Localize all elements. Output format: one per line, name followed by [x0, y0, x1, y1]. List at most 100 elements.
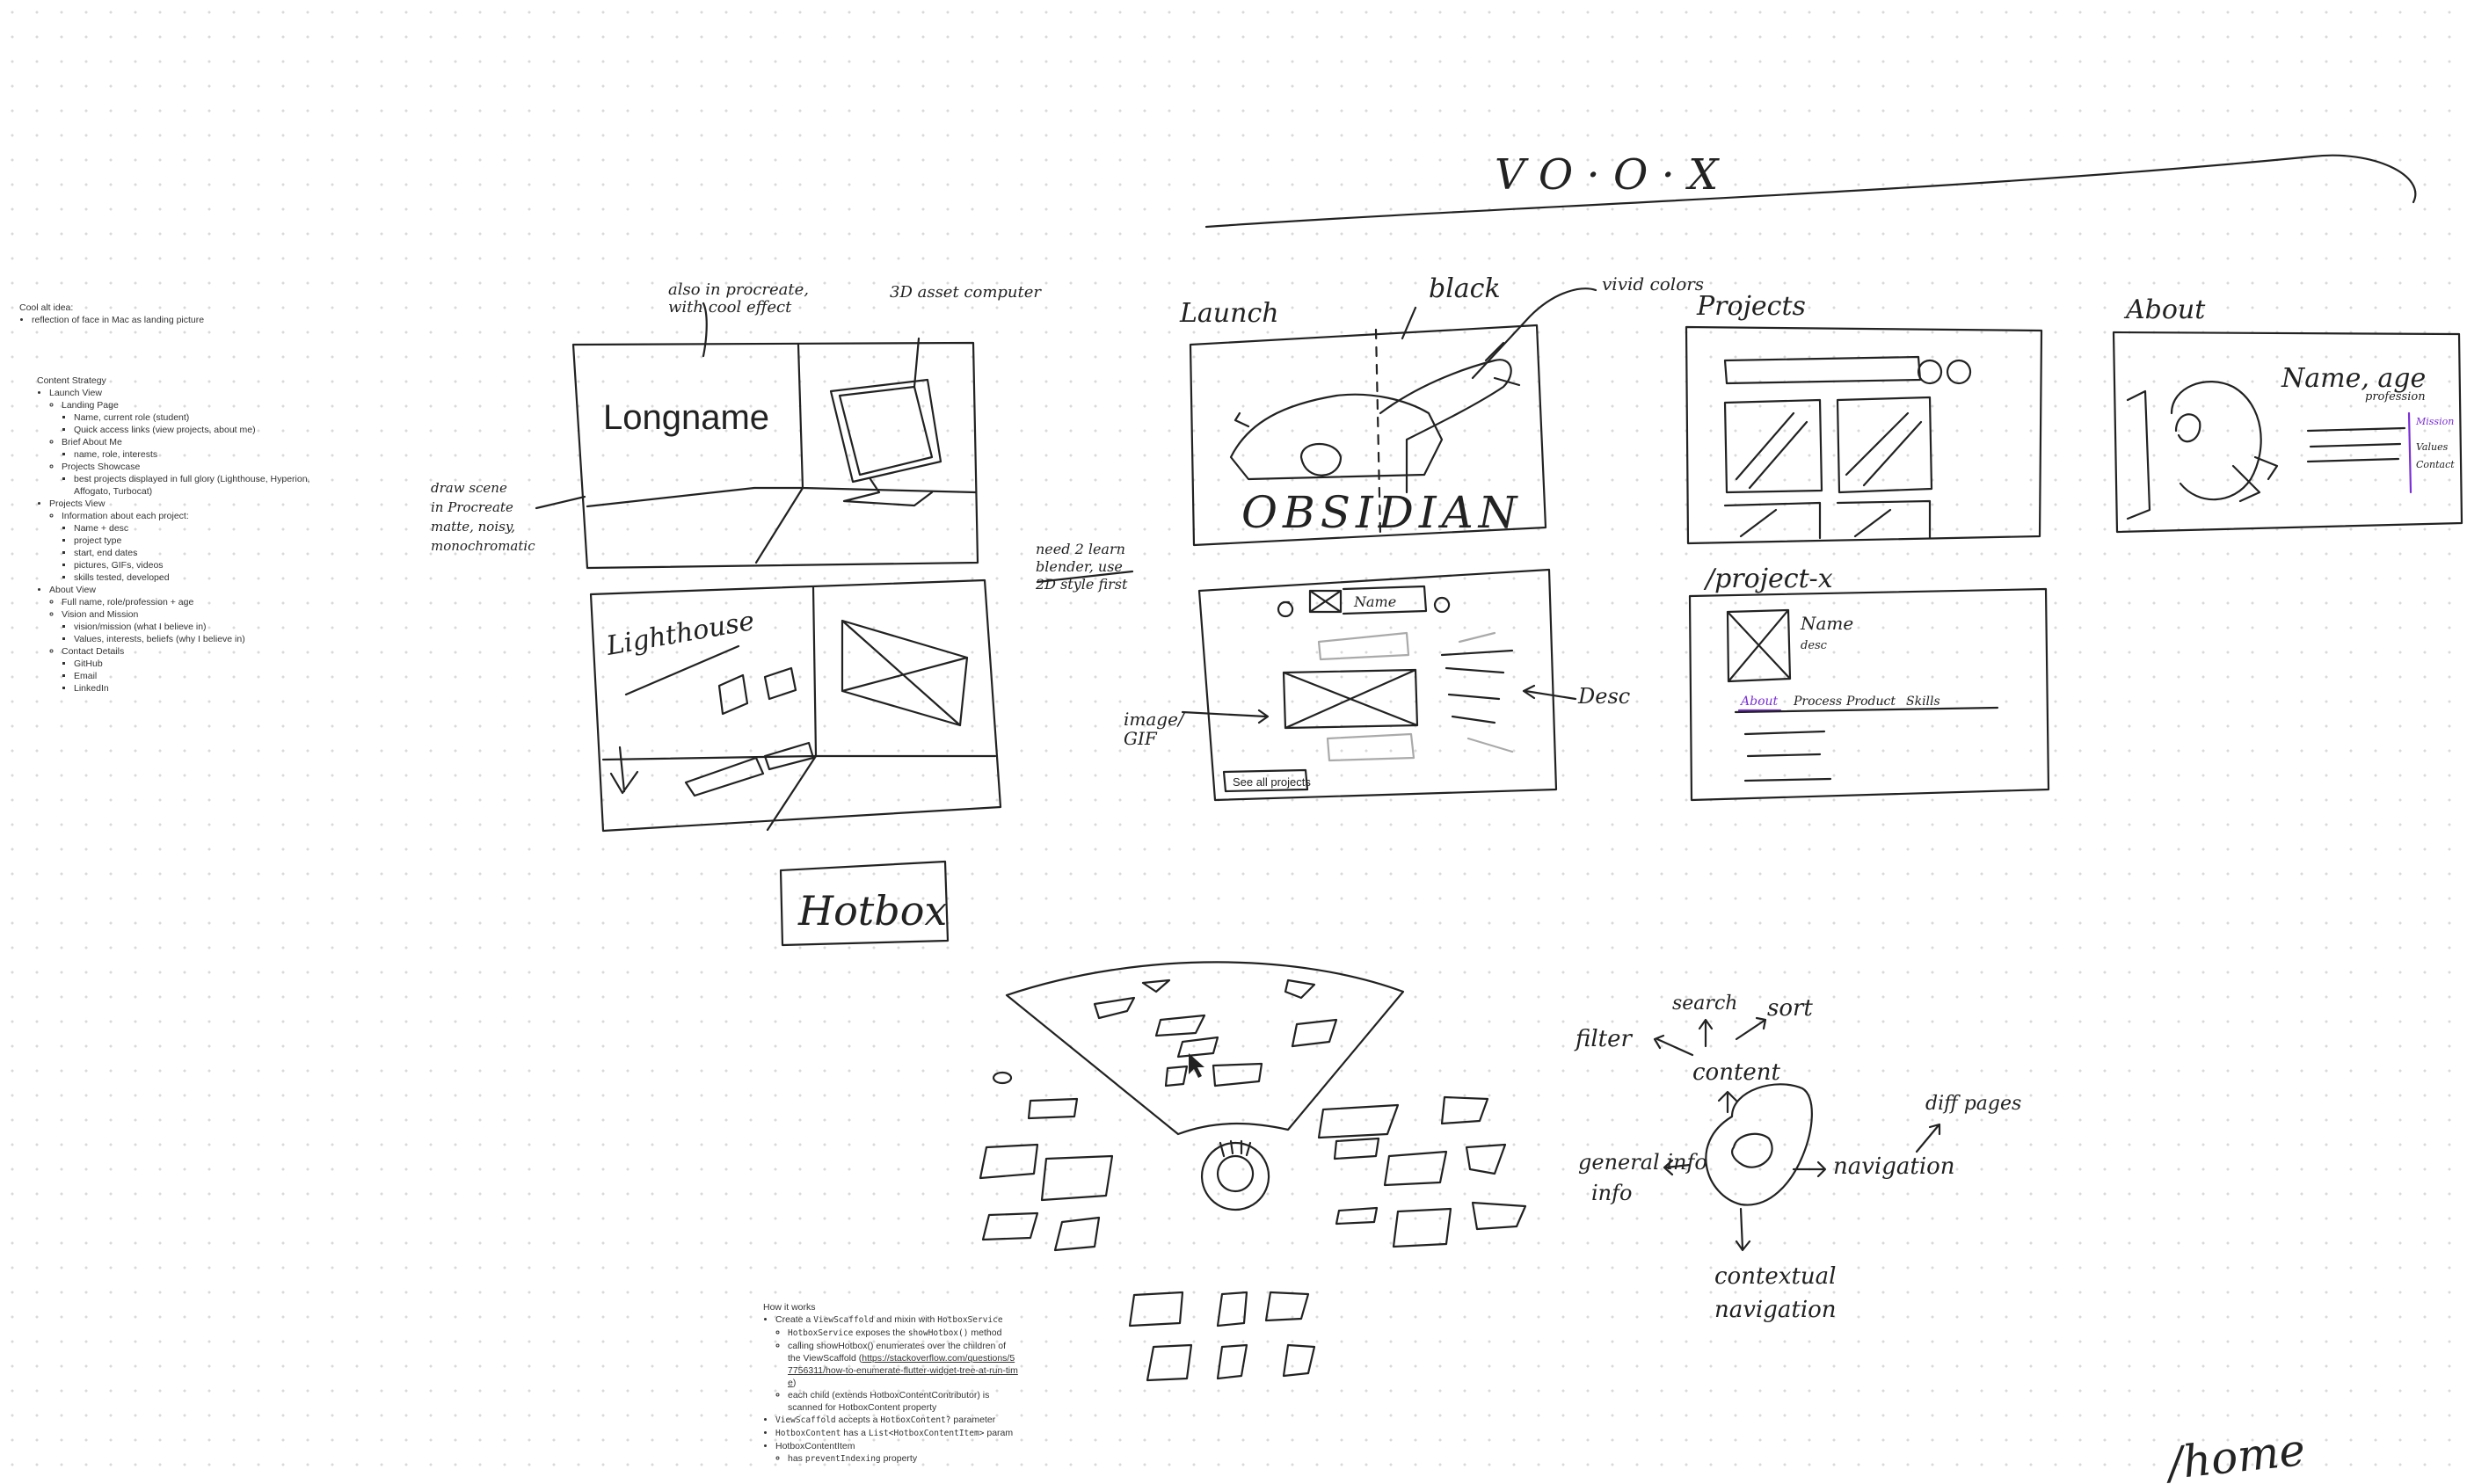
note-title: How it works: [763, 1302, 816, 1313]
concept-ring: [1705, 1083, 1813, 1206]
px-name: Name: [1800, 613, 1853, 634]
frame: [1685, 325, 2043, 545]
list-item: best projects displayed in full glory (L…: [74, 473, 345, 498]
lighthouse-label: Lighthouse: [603, 606, 756, 662]
concept-search: search: [1672, 993, 1737, 1015]
cursor-icon: [1189, 1053, 1204, 1078]
frame: [1189, 324, 1547, 547]
lighthouse-sketch: Lighthouse: [589, 578, 1002, 833]
about-name-age: Name, age: [2281, 363, 2426, 394]
center-ring: [1200, 1139, 1270, 1211]
content-strategy-note[interactable]: Content Strategy Launch View Landing Pag…: [37, 375, 345, 695]
about-sketch: About Name, age profession Mission Value…: [2112, 295, 2463, 534]
about-mission-link: Mission: [2415, 416, 2454, 427]
carousel-name: Name: [1353, 593, 1396, 610]
list-item: Vision and Mission: [62, 609, 139, 620]
concept-general-info: general info: [1578, 1150, 1707, 1175]
list-item: reflection of face in Mac as landing pic…: [32, 314, 248, 326]
concept-sort: sort: [1767, 995, 1813, 1022]
list-item: has preventIndexing property: [788, 1452, 1018, 1466]
hotbox-concept-diagram: content filter search sort general info …: [1574, 993, 2021, 1323]
list-item: each child (extends HotboxContentContrib…: [788, 1389, 1018, 1414]
see-all-button-label: See all projects: [1233, 775, 1311, 789]
project-x-label: /project-x: [1703, 564, 1833, 594]
projects-label: Projects: [1696, 291, 1806, 322]
hotbox-title: Hotbox: [797, 887, 947, 935]
list-item: vision/mission (what I believe in): [74, 621, 345, 633]
launch-sketch: Launch OBSIDIAN black vivid colors need …: [1035, 273, 1704, 593]
how-it-works-note[interactable]: How it works Create a ViewScaffold and m…: [763, 1301, 1018, 1466]
list-item: Full name, role/profession + age: [62, 596, 345, 608]
grid-card-1: [1723, 398, 1823, 494]
list-item: LinkedIn: [74, 682, 345, 695]
project-x-sketch: /project-x Name desc About Process Produ…: [1688, 564, 2050, 802]
image-placeholder: [1726, 608, 1792, 683]
carousel-sketch: Name See all projects image/GIF Desc: [1124, 568, 1630, 802]
annotation-also-procreate: also in procreate,with cool effect: [668, 280, 809, 316]
about-label: About: [2123, 295, 2206, 325]
list-item: Name, current role (student): [74, 411, 345, 424]
list-item: Values, interests, beliefs (why I believ…: [74, 633, 345, 645]
list-item: Email: [74, 670, 345, 682]
cool-alt-idea-note[interactable]: Cool alt idea: reflection of face in Mac…: [19, 302, 248, 326]
list-item: Name + desc: [74, 522, 345, 535]
portrait-sketch: [2126, 381, 2279, 520]
home-label-group: /home: [2162, 1424, 2307, 1484]
voox-title: V O · O · X: [1495, 150, 1720, 200]
concept-content: content: [1692, 1059, 1781, 1086]
px-desc: desc: [1801, 639, 1828, 652]
list-item: calling showHotbox() enumerates over the…: [788, 1340, 1018, 1389]
concept-filter: filter: [1574, 1026, 1633, 1052]
list-item: HotboxContentItem has preventIndexing pr…: [775, 1440, 1018, 1466]
annotation-black: black: [1429, 273, 1501, 304]
frame: [1197, 568, 1558, 802]
list-item: Information about each project:: [62, 511, 189, 521]
stackoverflow-link[interactable]: https://stackoverflow.com/questions/5775…: [788, 1353, 1018, 1388]
voox-swoosh: [1204, 154, 2417, 229]
list-item: name, role, interests: [74, 448, 345, 461]
image-placeholder: [841, 619, 969, 727]
landing-sketch: Longname also in procreate,with cool eff…: [431, 280, 1042, 570]
list-item: Create a ViewScaffold and mixin with Hot…: [775, 1313, 1018, 1414]
voox-title-group: V O · O · X: [1204, 150, 2417, 229]
frame: [571, 341, 979, 570]
computer-sketch: [829, 378, 942, 507]
sort-icon: [1946, 359, 1972, 385]
list-item: GitHub: [74, 658, 345, 670]
obsidian-logo: OBSIDIAN: [1241, 487, 1522, 538]
image-placeholder: [1308, 589, 1343, 614]
projects-sketch: Projects: [1685, 291, 2043, 545]
next-arrow-icon: [1434, 596, 1451, 614]
list-item: Quick access links (view projects, about…: [74, 424, 345, 436]
concept-general-info-2: info: [1591, 1181, 1632, 1205]
about-profession: profession: [2365, 390, 2426, 404]
annotation-desc: Desc: [1577, 684, 1630, 709]
list-item: Launch View: [49, 388, 102, 398]
frame: [589, 578, 1002, 833]
main-image-placeholder: [1282, 668, 1419, 730]
home-label: /home: [2162, 1424, 2307, 1484]
frame: [1688, 587, 2050, 802]
tab-about: About: [1739, 695, 1779, 709]
see-all-button-frame: [1222, 768, 1309, 793]
search-input-sketch: [1723, 355, 1922, 385]
list-item: pictures, GIFs, videos: [74, 559, 345, 571]
car-sketch: [1229, 393, 1444, 481]
filter-icon: [1917, 359, 1943, 385]
hotbox-radial-sketch: [979, 961, 1527, 1382]
list-item: Brief About Me: [62, 437, 122, 447]
list-item: HotboxContent has a List<HotboxContentIt…: [775, 1427, 1018, 1440]
annotation-3d-asset: 3D asset computer: [890, 283, 1042, 302]
annotation-image-gif: image/GIF: [1124, 709, 1186, 749]
tab-skills: Skills: [1906, 695, 1940, 709]
list-item: project type: [74, 535, 345, 547]
list-item: HotboxService exposes the showHotbox() m…: [788, 1327, 1018, 1340]
concept-navigation: navigation: [1833, 1153, 1955, 1180]
list-item: start, end dates: [74, 547, 345, 559]
list-item: Landing Page: [62, 400, 119, 411]
hotbox-label-box: Hotbox: [779, 860, 950, 947]
